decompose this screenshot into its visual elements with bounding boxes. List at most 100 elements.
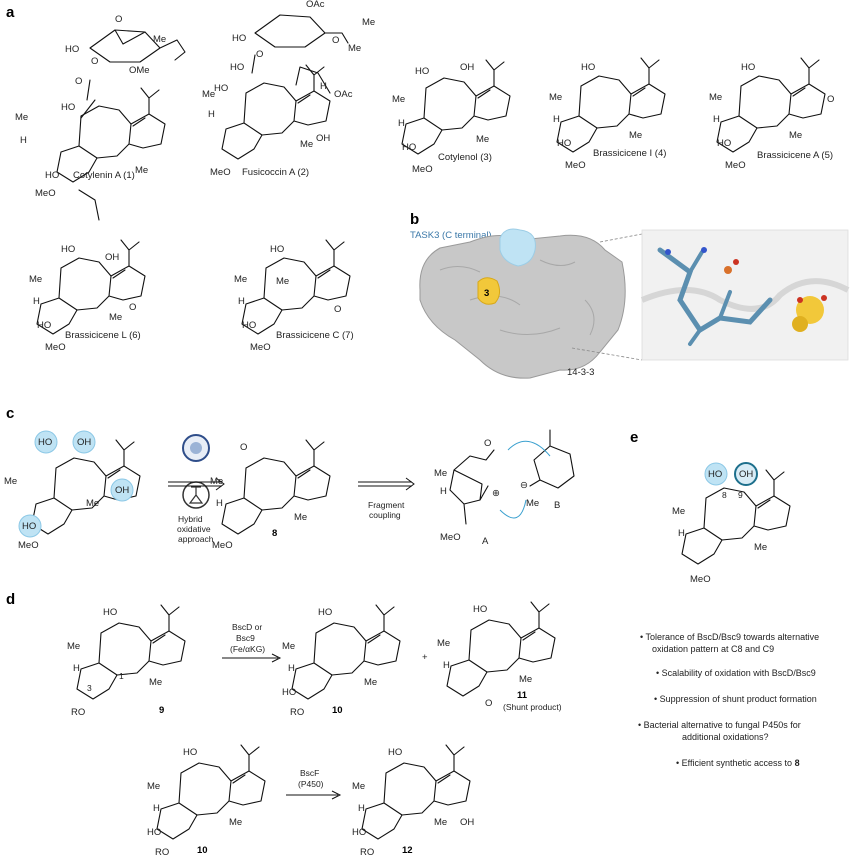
atom-label: MeO xyxy=(210,167,231,178)
structure-e: HO OH 8 9 Me H Me MeO xyxy=(672,462,791,585)
atom-label: OMe xyxy=(129,65,150,76)
atom-label: HO xyxy=(37,320,51,331)
structure-12: HO Me H Me HO OH RO 12 xyxy=(352,744,474,858)
hydroxyl-highlight-dark: OH xyxy=(739,469,753,480)
hydroxyl-highlight: HO xyxy=(38,437,52,448)
atom-label: H xyxy=(443,660,450,671)
structure-10b: HO Me H Me HO RO 10 xyxy=(147,744,266,858)
coupling-arrow xyxy=(507,440,551,457)
atom-label: HO xyxy=(388,747,402,758)
atom-label: OH xyxy=(460,817,474,828)
flask-icon-body xyxy=(188,486,204,504)
atom-label: Me xyxy=(300,139,313,150)
atom-label: HO xyxy=(61,102,75,113)
atom-label: OH xyxy=(316,133,330,144)
atom-label: HO xyxy=(147,827,161,838)
atom-label: Me xyxy=(135,165,148,176)
atom-label: MeO xyxy=(725,160,746,171)
atom-label: HO xyxy=(352,827,366,838)
approach-label: Hybrid xyxy=(178,514,203,524)
compound-name: Brassicicene C (7) xyxy=(276,330,354,341)
ligand-label-3: 3 xyxy=(484,288,489,299)
bullet-item: • Suppression of shunt product formation xyxy=(654,694,817,704)
atom-label: H xyxy=(440,486,447,497)
position-label: 9 xyxy=(738,490,743,500)
atom-label: Me xyxy=(672,506,685,517)
atom-label: H xyxy=(358,803,365,814)
atom-label: HO xyxy=(402,142,416,153)
atom-label: O xyxy=(334,304,341,315)
atom-label: O xyxy=(129,302,136,313)
atom-label: Me xyxy=(4,476,17,487)
coupling-arrow xyxy=(499,499,527,519)
atom-label: HO xyxy=(103,607,117,618)
atom-label: Me xyxy=(476,134,489,145)
atom-label: Me xyxy=(109,312,122,323)
atom-label: MeO xyxy=(250,342,271,353)
atom-label: O xyxy=(484,438,491,449)
atom-label: H xyxy=(20,135,27,146)
protein-label-1433: 14-3-3 xyxy=(567,367,594,378)
compound-number: 11 xyxy=(517,690,528,701)
structure-cotylenol: HO OH Me H Me HO MeO Cotylenol (3) xyxy=(392,59,511,175)
fragment-b: B xyxy=(554,500,560,511)
structure-fragments: O Me H MeO Me A B ⊕ ⊖ xyxy=(434,429,575,547)
plus-sign: + xyxy=(422,652,428,663)
bullet-item: • Bacterial alternative to fungal P450s … xyxy=(638,720,801,730)
atom-label: H xyxy=(208,109,215,120)
atom-label: H xyxy=(33,296,40,307)
atom-label: O xyxy=(91,56,98,67)
atom-number: 1 xyxy=(119,671,124,681)
atom-label: HO xyxy=(65,44,79,55)
atom-label: RO xyxy=(71,707,85,718)
panel-label-c: c xyxy=(6,405,14,422)
atom-label: HO xyxy=(282,687,296,698)
atom-label: MeO xyxy=(212,540,233,551)
structure-8: O Me H Me MeO 8 xyxy=(210,439,331,551)
atom-label: HO xyxy=(717,138,731,149)
fragment-a: A xyxy=(482,536,489,547)
compound-name: Cotylenol (3) xyxy=(438,152,492,163)
atom-label: H xyxy=(553,114,560,125)
bullet-item-cont: additional oxidations? xyxy=(682,732,769,742)
reagent-label: BscD or xyxy=(232,622,262,632)
atom-label: HO xyxy=(214,83,228,94)
atom-label: HO xyxy=(473,604,487,615)
atom-label: OH xyxy=(105,252,119,263)
bullet-item-cont: oxidation pattern at C8 and C9 xyxy=(652,644,774,654)
atom-label: Me xyxy=(15,112,28,123)
atom-label: H xyxy=(713,114,720,125)
atom-label: O xyxy=(256,49,263,60)
atom-label: OH xyxy=(460,62,474,73)
atom-label: HO xyxy=(45,170,59,181)
atom-label: Me xyxy=(282,641,295,652)
position-label: 8 xyxy=(722,490,727,500)
atom-label: Me xyxy=(29,274,42,285)
bullet-item: • Efficient synthetic access to 8 xyxy=(676,758,800,768)
zoom-panel xyxy=(640,229,850,361)
atom-label: Me xyxy=(434,817,447,828)
atom-label: H xyxy=(238,296,245,307)
atom-label: Me xyxy=(549,92,562,103)
structure-brassicicene-a: HO Me H Me O HO MeO Brassicicene A (5) xyxy=(709,57,834,171)
structure-9: HO Me H Me 1 3 RO 9 xyxy=(67,604,186,718)
structure-10: HO Me H Me HO RO 10 xyxy=(282,604,401,718)
atom-label: Me xyxy=(629,130,642,141)
structure-brassicicene-i: HO Me H Me HO MeO Brassicicene I (4) xyxy=(549,57,666,171)
reagent-label: (Fe/αKG) xyxy=(230,644,265,654)
structure-11: HO Me H Me O 11 (Shunt product) xyxy=(437,601,562,712)
atom-label: O xyxy=(115,14,122,25)
structure-cotylenin-a: O Me HO O OMe O HO Me H Me HO MeO Cotyle… xyxy=(15,14,186,221)
atom-label: Me xyxy=(210,476,223,487)
atom-label: Me xyxy=(86,498,99,509)
atom-label: Me xyxy=(348,43,361,54)
atom-label: H xyxy=(678,528,685,539)
atom-label: HO xyxy=(741,62,755,73)
compound-name: Brassicicene A (5) xyxy=(757,150,833,161)
panel-label-b: b xyxy=(410,211,419,228)
compound-number: 9 xyxy=(159,705,164,716)
bullet-item: • Scalability of oxidation with BscD/Bsc… xyxy=(656,668,816,678)
atom-label: O xyxy=(827,94,834,105)
compound-name: Brassicicene I (4) xyxy=(593,148,666,159)
